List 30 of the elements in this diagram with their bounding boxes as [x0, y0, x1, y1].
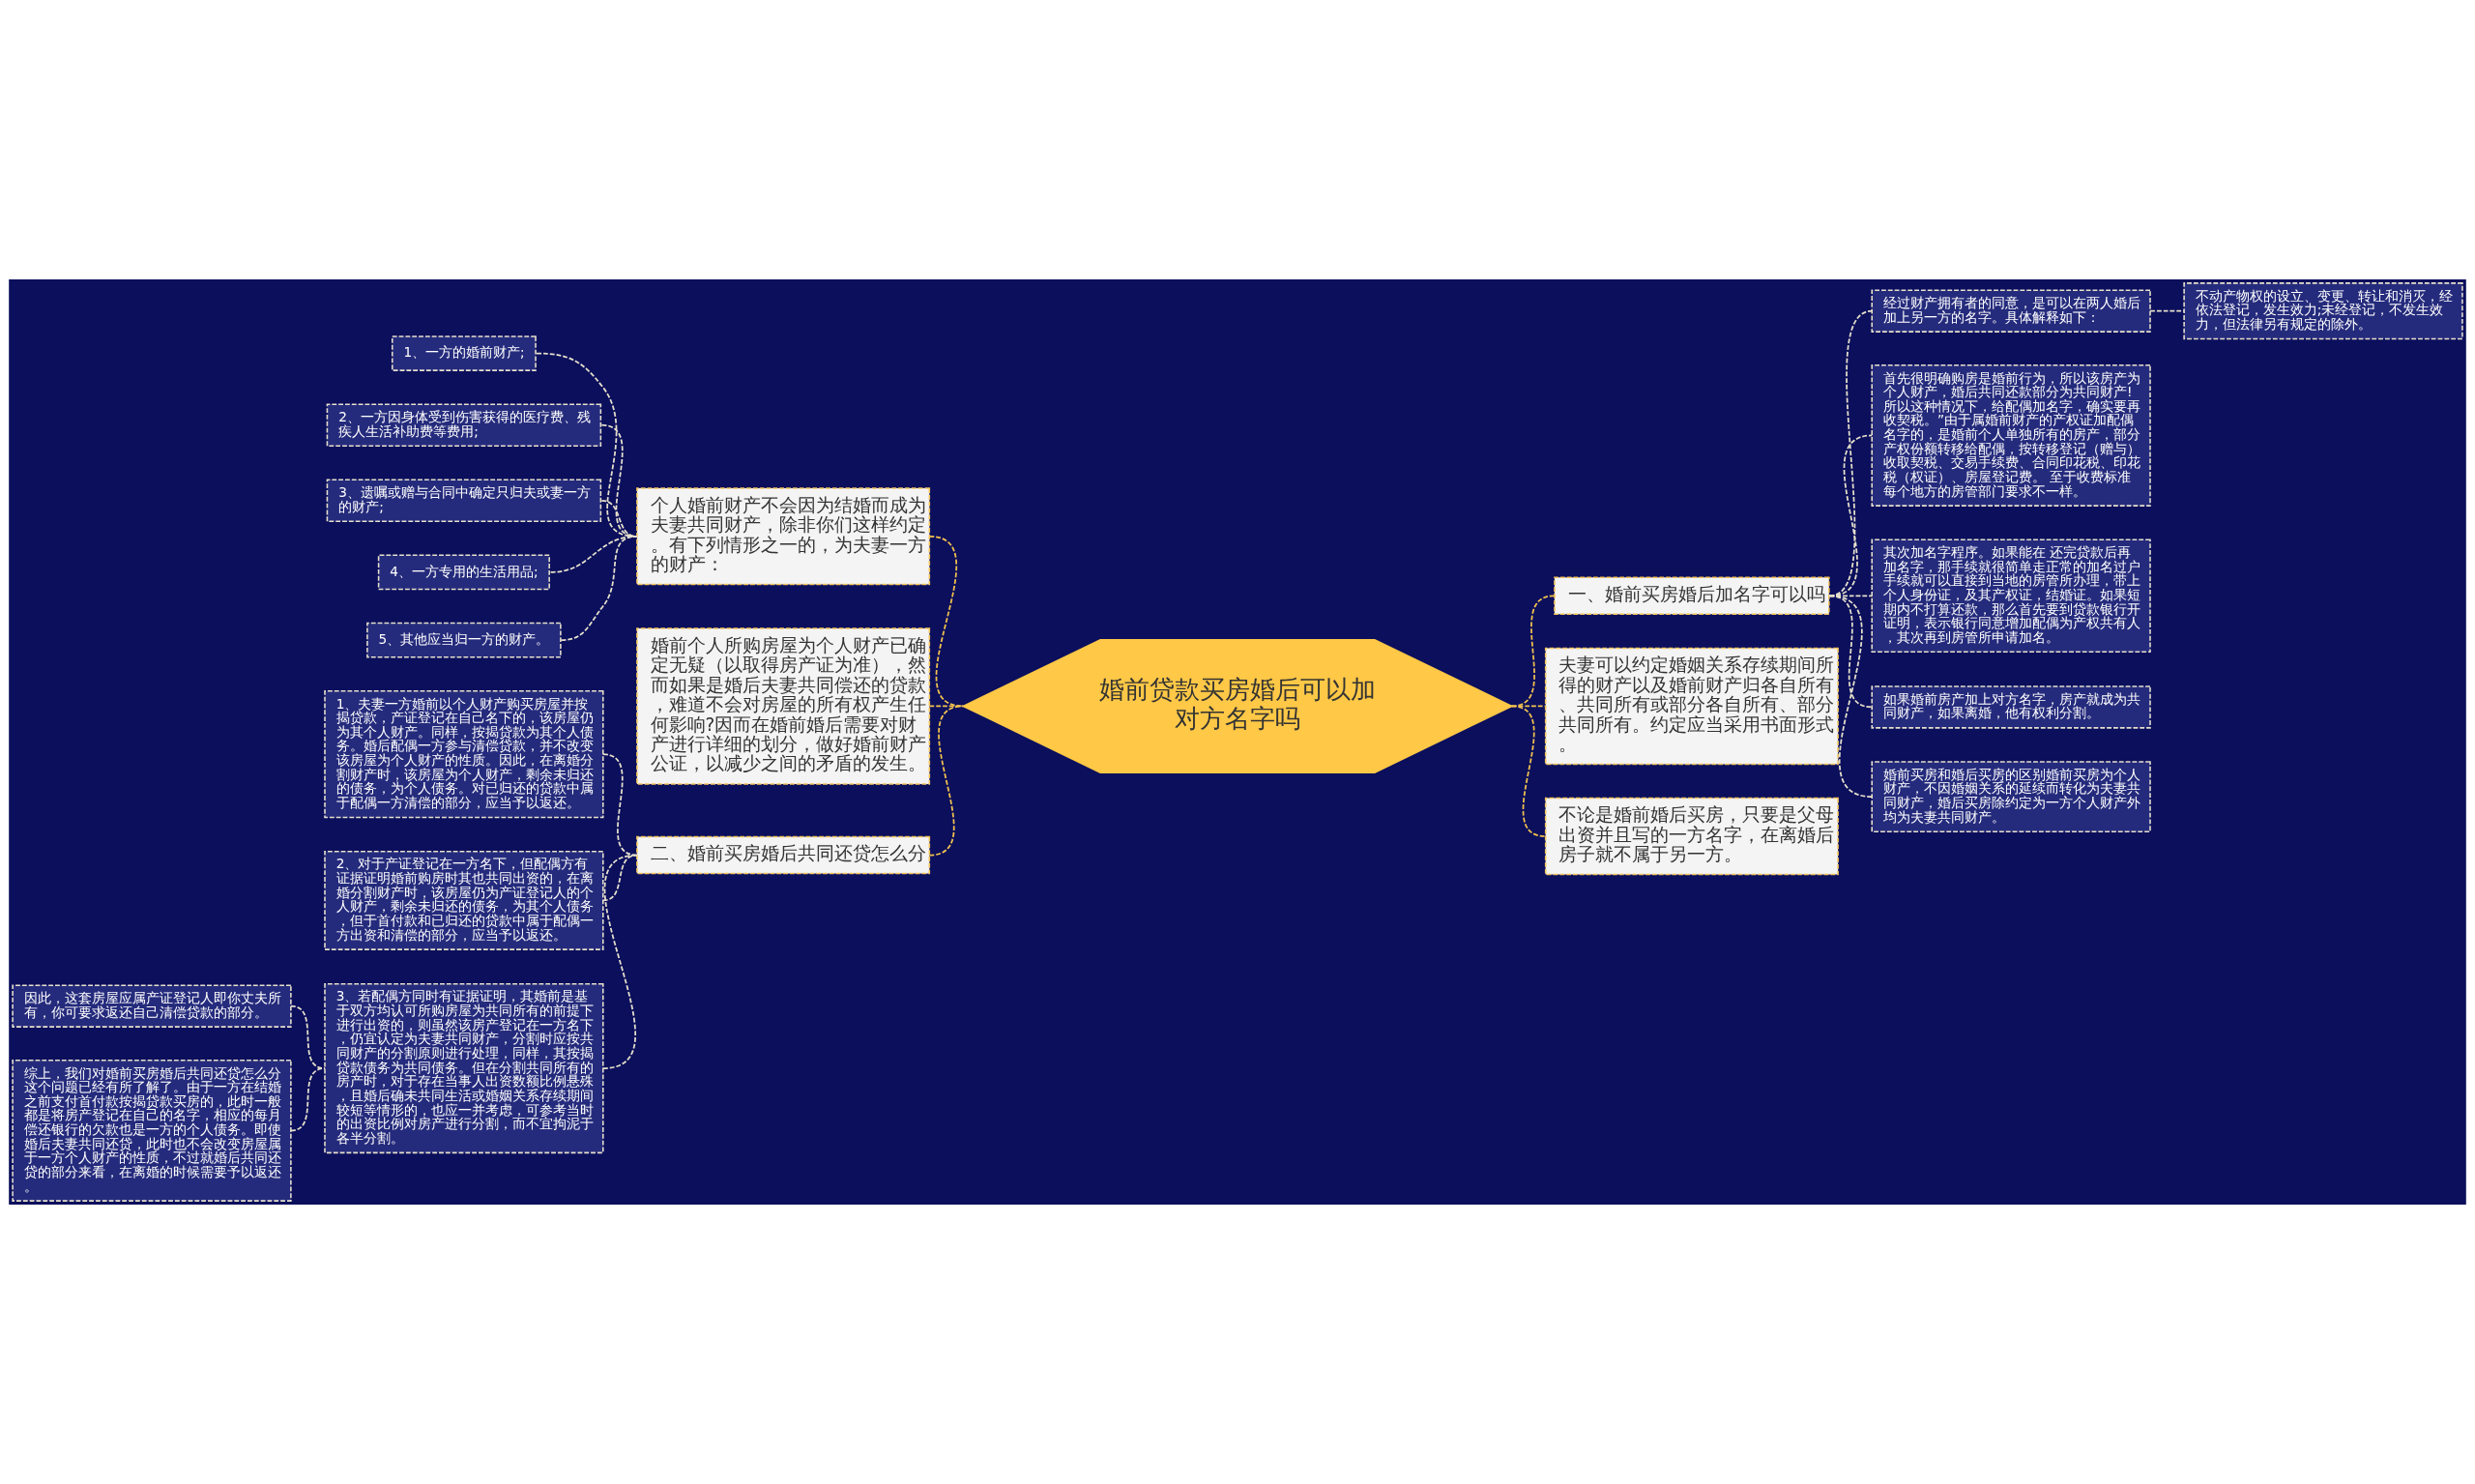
node-box: 2、一方因身体受到伤害获得的医疗费、残疾人生活补助费等费用;	[326, 403, 602, 447]
node-box: 夫妻可以约定婚姻关系存续期间所得的财产以及婚前财产归各自所有、共同所有或部分各自所有、部分共同所有。约定应当采用书面形式。	[1544, 647, 1839, 766]
node-box: 不论是婚前婚后买房，只要是父母出资并且写的一方名字，在离婚后房子就不属于另一方。	[1544, 797, 1839, 876]
connector	[1828, 595, 1874, 798]
node-box: 婚前买房和婚后买房的区别婚前买房为个人财产，不因婚姻关系的延续而转化为夫妻共同财产，婚后买房除约定为一方个人财产外均为夫妻共同财产。	[1871, 761, 2151, 832]
node-box: 3、遗嘱或赠与合同中确定只归夫或妻一方的财产;	[326, 479, 602, 522]
node-box: 不动产物权的设立、变更、转让和消灭，经依法登记，发生效力;未经登记，不发生效力，但法律另有规定的除外。	[2183, 282, 2463, 340]
node-box: 个人婚前财产不会因为结婚而成为夫妻共同财产，除非你们这样约定。有下列情形之一的，为夫妻一方的财产：	[636, 487, 931, 586]
node-box: 二、婚前买房婚后共同还贷怎么分	[636, 835, 931, 875]
node-box: 5、其他应当归一方的财产。	[366, 622, 562, 658]
connector	[1510, 595, 1556, 708]
node-box: 1、夫妻一方婚前以个人财产购买房屋并按揭贷款，产证登记在自己名下的，该房屋仍为其个人财产。同样，按揭贷款为其个人债务。婚后配偶一方参与清偿贷款，并不改变该房屋为个人财产的性质。因此，在离婚分割财产时，该房屋为个人财产，剩余未归还的债务，为个人债务。对已归还的贷款中属于配偶一方清偿的部分，应当予以返还。	[324, 690, 604, 819]
node-box: 经过财产拥有者的同意，是可以在两人婚后加上另一方的名字。具体解释如下：	[1871, 289, 2151, 333]
node-box: 综上，我们对婚前买房婚后共同还贷怎么分这个问题已经有所了解了。由于一方在结婚之前支付首付款按揭贷款买房的，此时一般都是将房产登记在自己的名字，相应的每月偿还银行的欠款也是一方的个人债务。即使婚后夫妻共同还贷，此时也不会改变房屋属于一方个人财产的性质，不过就婚后共同还贷的部分来看，在离婚的时候需要予以返还。	[12, 1059, 292, 1202]
connector	[1510, 705, 1547, 837]
node-box: 因此，这套房屋应属产证登记人即你丈夫所有，你可要求返还自己清偿贷款的部分。	[12, 984, 292, 1028]
node-box: 3、若配偶方同时有证据证明，其婚前是基于双方均认可所购房屋为共同所有的前提下进行出资的，则虽然该房产登记在一方名下，仍宜认定为夫妻共同财产，分割时应按共同财产的分割原则进行处理，同样，其按揭贷款债务为共同债务。但在分割共同所有的房产时，对于存在当事人出资数额比例悬殊，且婚后确未共同生活或婚姻关系存续期间较短等情形的，也应一并考虑，可参考当时的出资比例对房产进行分割，而不宜拘泥于各半分割。	[324, 982, 604, 1154]
connector	[290, 1067, 326, 1132]
node-box: 2、对于产证登记在一方名下，但配偶方有证据证明婚前购房时其也共同出资的，在离婚分割财产时，该房屋仍为产证登记人的个人财产，剩余未归还的债务，为其个人债务，但于首付款和已归还的贷款中属于配偶一方出资和清偿的部分，应当予以返还。	[324, 850, 604, 950]
node-box: 4、一方专用的生活用品;	[377, 554, 550, 591]
connector	[601, 854, 638, 1069]
node-box: 婚前个人所购房屋为个人财产已确定无疑（以取得房产证为准），然而如果是婚后夫妻共同偿还的贷款，难道不会对房屋的所有权产生任何影响?因而在婚前婚后需要对财产进行详细的划分，做好婚前财产公证，以减少之间的矛盾的发生。	[636, 627, 931, 785]
node-box: 其次加名字程序。如果能在 还完贷款后再加名字，那手续就很简单走正常的加名过户手续就可以直接到当地的房管所办理，带上个人身份证，及其产权证，结婚证。如果短期内不打算还款，那么首先要到贷款银行开证明，表示银行同意增加配偶为产权共有人，其次再到房管所申请加名。	[1871, 538, 2151, 654]
connector	[601, 854, 638, 902]
node-box: 如果婚前房产加上对方名字，房产就成为共同财产，如果离婚，他有权利分割。	[1871, 685, 2151, 729]
node-box: 1、一方的婚前财产;	[391, 335, 537, 371]
node-box: 一、婚前买房婚后加名字可以吗	[1554, 576, 1830, 616]
connector	[2149, 309, 2185, 312]
node-box: 首先很明确购房是婚前行为，所以该房产为个人财产，婚后共同还款部分为共同财产!所以这种情况下，给配偶加名字，确实要再收契税。”由于属婚前财产的产权证加配偶名字的，是婚前个人单独所有的房产，部分产权份额转移给配偶，按转移登记（赠与）收取契税、交易手续费、合同印花税、印花税（权证）、房屋登记费。 至于收费标准每个地方的房管部门要求不一样。	[1871, 364, 2151, 507]
connector	[928, 705, 965, 857]
